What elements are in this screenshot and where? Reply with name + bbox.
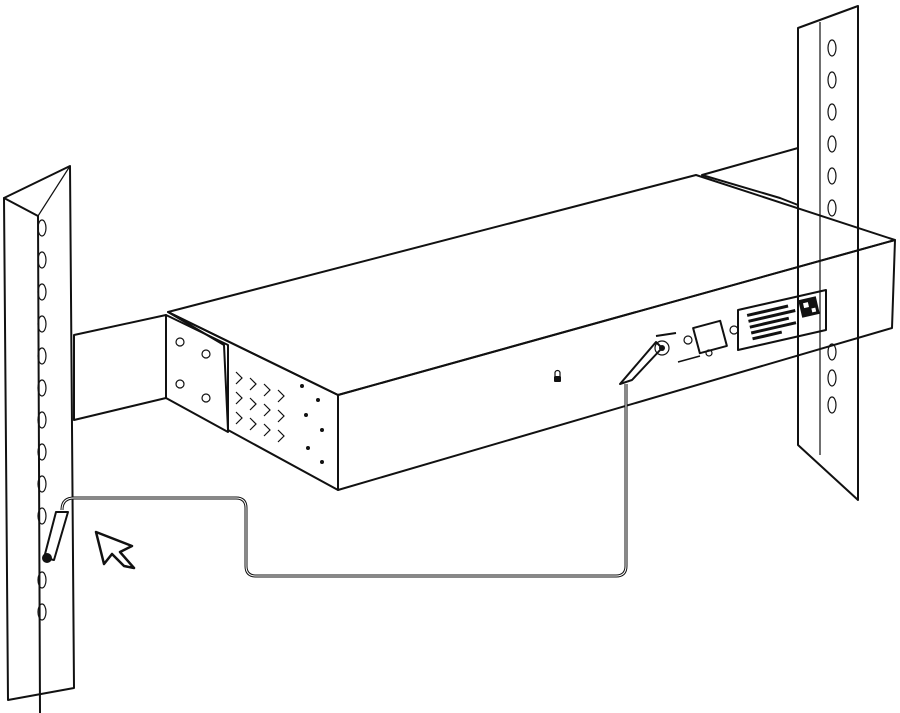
right-rack-post [797, 5, 859, 501]
left-post-holes [37, 219, 47, 621]
rear-bracket-right [701, 147, 799, 206]
left-mounting-rail [73, 314, 167, 421]
switch-top-surface [167, 174, 896, 396]
rack-ground-screw [42, 553, 52, 563]
left-mounting-ear [165, 314, 229, 433]
lock-icon [554, 369, 561, 382]
network-switch [167, 174, 896, 491]
side-vents [235, 371, 324, 464]
grounding-cable [42, 341, 663, 578]
right-post-holes [827, 39, 837, 414]
cable-lug-switch [619, 341, 663, 385]
switch-front-face [337, 239, 896, 491]
product-label [737, 289, 827, 351]
qr-code-icon [798, 296, 820, 318]
power-inlet [683, 319, 739, 357]
cable-lug-rack [43, 511, 69, 561]
left-rack-post [3, 165, 75, 713]
label-text-lines [746, 304, 797, 341]
pointer-arrow-icon [94, 530, 136, 570]
